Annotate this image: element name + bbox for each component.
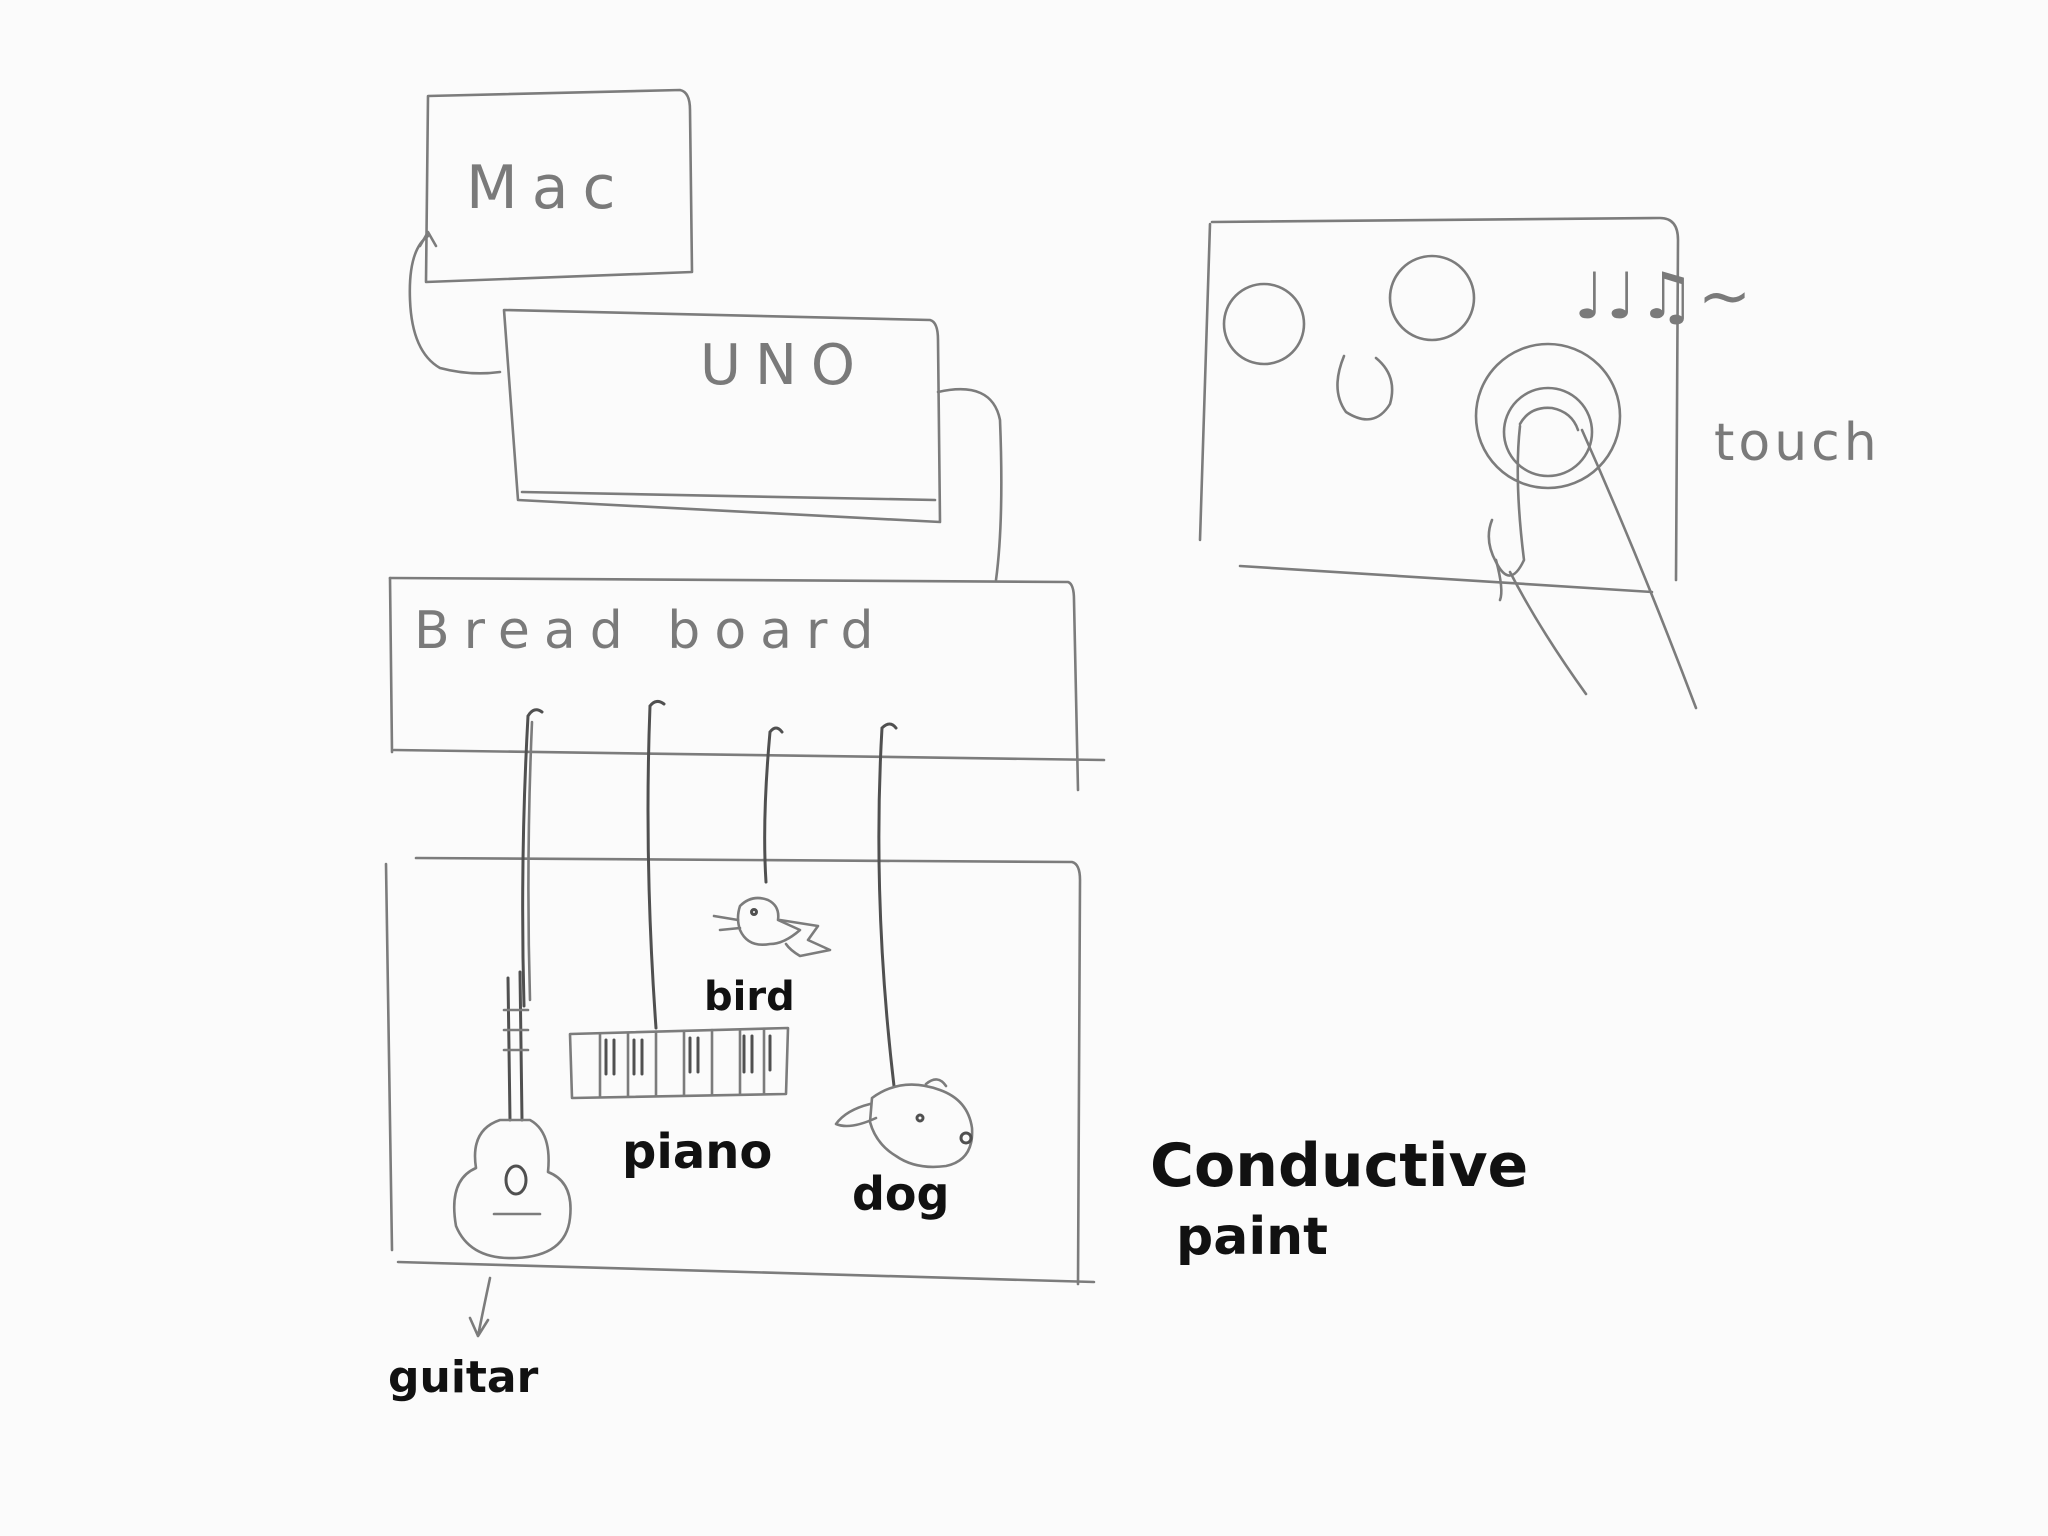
dog-icon [834, 1078, 974, 1169]
paint-sheet [384, 856, 1096, 1286]
tablet-box [1198, 216, 1680, 594]
uno-box: UNO [502, 308, 942, 524]
touch-label: touch [1714, 413, 1881, 473]
piano-keys-icon [568, 1026, 790, 1100]
mac-box: Mac [424, 88, 694, 284]
mac-uno-cable [408, 234, 502, 375]
hand-icon [1487, 424, 1698, 710]
bird-icon [712, 896, 832, 958]
guitar-label: guitar [388, 1352, 539, 1403]
breadboard-label: Bread board [414, 601, 887, 661]
guitar-pointer [468, 1276, 492, 1338]
guitar-icon [452, 970, 572, 1260]
music-notes-icon: ♩♩♫~ [1574, 260, 1753, 334]
uno-breadboard-cable [936, 387, 1003, 582]
conductive-label: Conductive [1150, 1131, 1528, 1201]
paint-label: paint [1176, 1207, 1328, 1267]
wires [521, 699, 898, 1088]
uno-label: UNO [700, 333, 869, 398]
mac-label: Mac [466, 153, 630, 223]
breadboard-box: Bread board [388, 576, 1106, 792]
dog-label: dog [852, 1167, 949, 1221]
svg-text:♩♩♫~: ♩♩♫~ [1574, 260, 1753, 334]
piano-label: piano [622, 1124, 772, 1180]
bird-label: bird [704, 974, 795, 1020]
